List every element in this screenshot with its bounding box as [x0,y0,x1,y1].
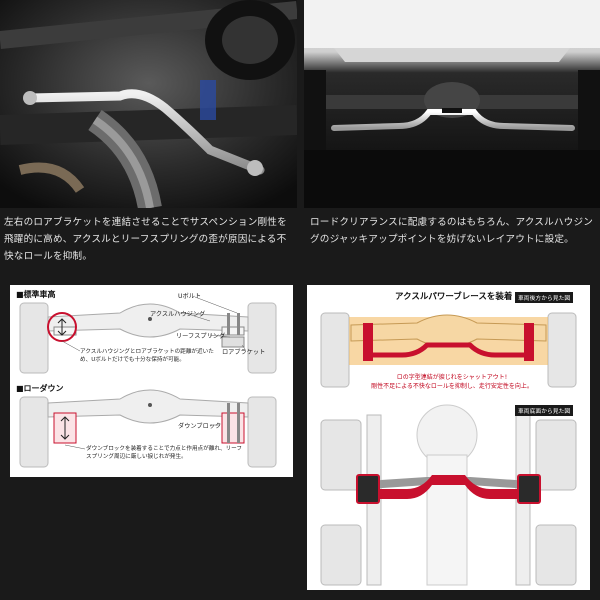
undercarriage-photo-right-image [304,0,600,208]
tag-rear-view: 車両後方から見た図 [515,292,574,303]
label-leaf-spring: リーフスプリング [176,333,226,340]
tag-bottom-view: 車両底面から見た図 [515,405,574,416]
undercarriage-photo-right [304,0,600,208]
brace-title: アクスルパワーブレースを装着 [395,292,513,302]
brace-diagram-drawing [320,312,577,586]
panel-bottom-left-diagram: ■標準車高 Uボルト アクスルハウジング リーフスプリング ロアブラケット アク… [10,285,293,477]
undercarriage-photo-left [0,0,297,208]
panel-top-left: 左右のロアブラケットを連結させることでサスペンション剛性を飛躍的に高め、アクスル… [0,0,297,260]
label-down-block: ダウンブロック [178,423,222,430]
lowered-axle-drawing [19,389,277,468]
standard-axle-drawing [19,296,277,374]
note-lowered: ダウンブロックを装着することで力点と作用点が離れ、リーフスプリング周辺に厳しい捩… [86,446,243,460]
caption-top-right: ロードクリアランスに配慮するのはもちろん、アクスルハウジングのジャッキアップポイ… [310,217,594,245]
section-lowered: ■ローダウン [16,384,64,393]
undercarriage-photo-left-image [0,0,297,208]
note-standard-height: アクスルハウジングとロアブラケットの距離が近いため、Uボルトだけでも十分な保持が… [80,349,214,363]
axle-diagram-drawing [19,296,277,468]
label-lower-bracket: ロアブラケット [222,349,266,356]
caption-top-left: 左右のロアブラケットを連結させることでサスペンション剛性を飛躍的に高め、アクスル… [4,217,287,260]
section-standard-height: ■標準車高 [16,290,56,299]
label-u-bolt: Uボルト [178,293,202,300]
brace-red-note: ロの字型連結が捩じれをシャットアウト! 剛性不足による不快なロールを抑制し、走行… [371,374,533,390]
label-axle-housing: アクスルハウジング [150,311,206,318]
panel-bottom-right-diagram: アクスルパワーブレースを装着 車両後方から見た図 ロの字型連結が捩じれをシャット… [307,285,590,590]
panel-top-right: ロードクリアランスに配慮するのはもちろん、アクスルハウジングのジャッキアップポイ… [304,0,600,260]
bottom-view-drawing [320,404,577,586]
rear-view-drawing [320,312,577,388]
